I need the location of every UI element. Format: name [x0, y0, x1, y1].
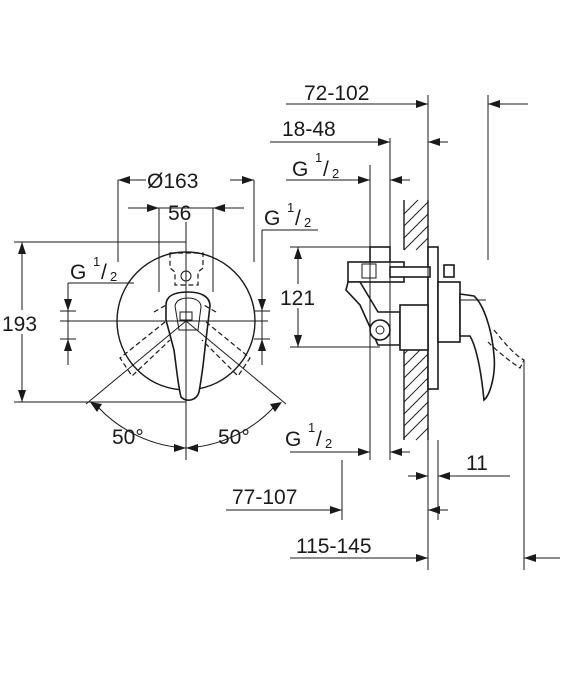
- thread-bottom-label: G: [285, 428, 301, 451]
- svg-text:2: 2: [325, 436, 332, 451]
- svg-text:1: 1: [93, 254, 100, 269]
- handle-ghost-left: [119, 321, 171, 377]
- svg-text:/: /: [323, 158, 329, 181]
- front-view: Ø163 56 193 G 1 / 2 G 1 /: [0, 166, 318, 460]
- angle-left-label: 50°: [112, 426, 144, 449]
- handle-ghost-upper-left: [153, 303, 169, 313]
- angle-right-label: 50°: [218, 426, 250, 449]
- inlet-height-label: 121: [280, 287, 315, 310]
- lever-handle: [165, 291, 211, 401]
- handle-ghost-right: [201, 321, 251, 377]
- svg-text:/: /: [101, 261, 107, 284]
- svg-text:/: /: [316, 428, 322, 451]
- valve-body: [345, 246, 455, 351]
- overall-depth-label: 115-145: [296, 535, 372, 558]
- lever-side-profile: [437, 281, 525, 402]
- svg-text:1: 1: [308, 420, 315, 435]
- plate-diameter-label: Ø163: [147, 170, 198, 193]
- height-label: 193: [2, 313, 37, 336]
- svg-text:1: 1: [315, 150, 322, 165]
- thread-front-left-label: G: [70, 261, 86, 284]
- plate-thickness-label: 11: [466, 452, 488, 475]
- depth-total-label: 72-102: [304, 82, 369, 105]
- handle-ghost-upper-right: [201, 303, 217, 313]
- svg-text:2: 2: [332, 166, 339, 181]
- thread-top-label: G: [292, 158, 308, 181]
- side-view: 72-102 18-48 G 1 / 2 121 G 1 / 2: [226, 82, 560, 570]
- thread-front-right-label: G: [264, 207, 280, 230]
- install-depth-label: 77-107: [232, 486, 297, 509]
- depth-body-label: 18-48: [282, 118, 336, 141]
- svg-text:1: 1: [287, 200, 294, 215]
- svg-text:/: /: [295, 207, 301, 230]
- center-spacing-label: 56: [168, 202, 191, 225]
- svg-text:2: 2: [110, 269, 117, 284]
- svg-text:2: 2: [304, 215, 311, 230]
